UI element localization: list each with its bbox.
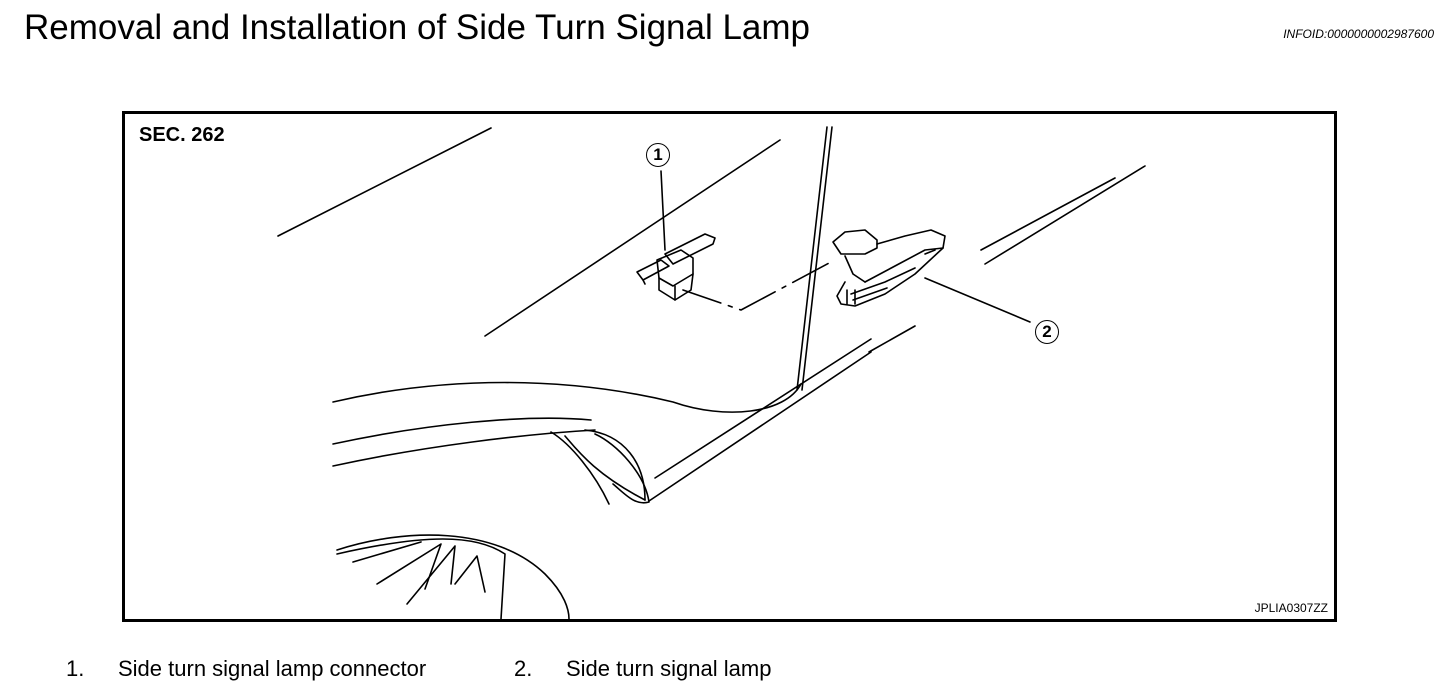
rocker-line-b bbox=[868, 325, 916, 353]
legend-number: 2. bbox=[514, 656, 533, 681]
lamp-connector-drawing bbox=[636, 233, 716, 301]
callout-1: 1 bbox=[646, 143, 670, 167]
rocker-line-a bbox=[984, 165, 1146, 265]
rocker-line-lower2 bbox=[648, 351, 872, 502]
leader-2 bbox=[924, 277, 1031, 323]
wheel-arch-3 bbox=[332, 429, 596, 467]
vehicle-illustration bbox=[277, 126, 1146, 619]
section-number: SEC. 262 bbox=[139, 124, 225, 146]
tire-tread-3 bbox=[406, 545, 456, 605]
info-id: INFOID:0000000002987600 bbox=[1283, 27, 1434, 41]
tire-tread-1 bbox=[336, 538, 506, 619]
wheel-arch-4 bbox=[550, 431, 610, 505]
tire-tread-5 bbox=[352, 541, 422, 563]
rocker-line-upper bbox=[980, 177, 1116, 251]
illustration-frame: SEC. 262 1 2 JPLIA0307ZZ bbox=[122, 111, 1337, 622]
wheel-arch-6 bbox=[594, 433, 650, 504]
page-title: Removal and Installation of Side Turn Si… bbox=[24, 8, 811, 47]
body-line-mid bbox=[484, 139, 781, 337]
tire-tread-4 bbox=[454, 555, 486, 593]
tire-tread-outer bbox=[336, 534, 570, 619]
legend-number: 1. bbox=[66, 656, 85, 681]
fender-edge bbox=[584, 429, 646, 501]
wheel-arch-2 bbox=[332, 417, 592, 445]
callout-2: 2 bbox=[1035, 320, 1059, 344]
door-gap bbox=[796, 126, 833, 391]
body-line-top bbox=[277, 127, 492, 237]
connection-line bbox=[682, 261, 832, 311]
wheel-arch-5 bbox=[564, 435, 646, 501]
tire-tread-2 bbox=[376, 543, 442, 590]
side-lamp-drawing bbox=[832, 229, 946, 307]
figure-code: JPLIA0307ZZ bbox=[1254, 601, 1328, 615]
wheel-arch-1 bbox=[332, 381, 802, 413]
legend-text: Side turn signal lamp connector bbox=[118, 656, 427, 681]
leader-1 bbox=[660, 170, 666, 251]
legend-text: Side turn signal lamp bbox=[566, 656, 772, 681]
